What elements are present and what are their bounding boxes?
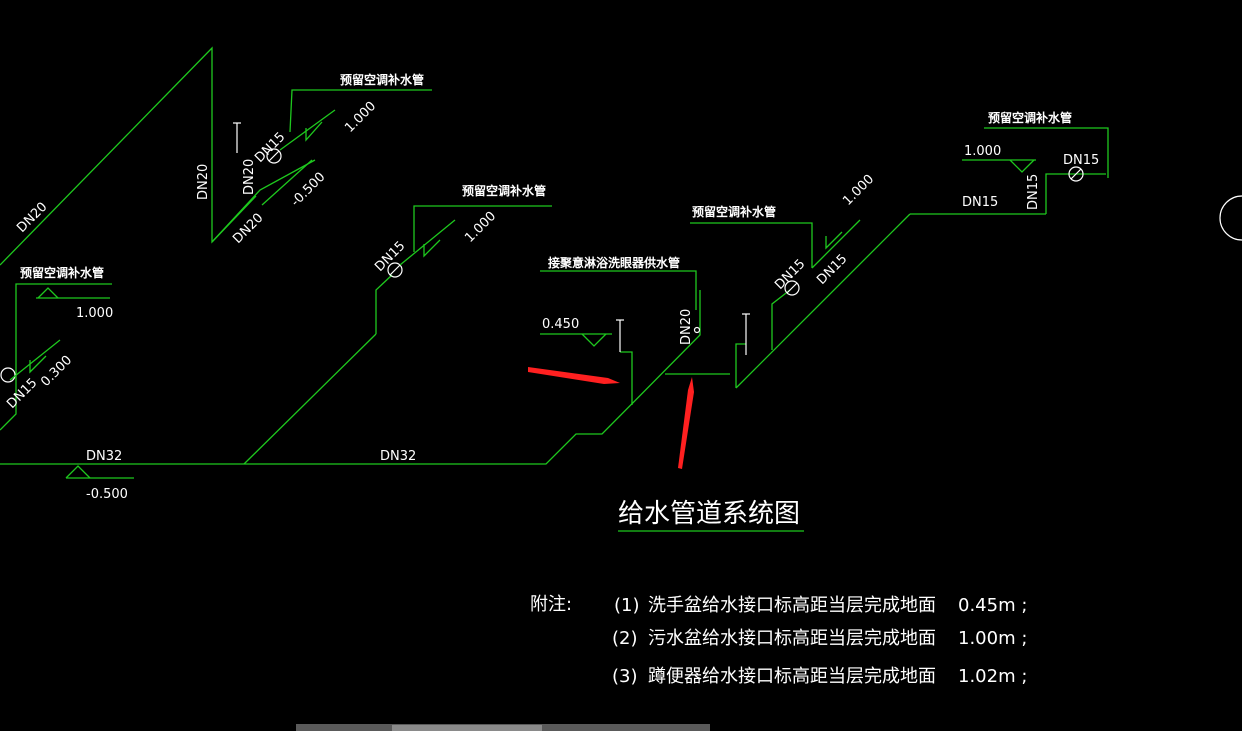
note-2-text: 污水盆给水接口标高距当层完成地面 bbox=[648, 628, 936, 649]
elev-1000-label-4: 1.000 bbox=[840, 172, 877, 209]
elev-1000-label-5: 1.000 bbox=[964, 144, 1001, 159]
red-arrow-up bbox=[678, 377, 694, 469]
ac-makeup-label-2: 预留空调补水管 bbox=[20, 265, 104, 280]
valve-icon-5 bbox=[1068, 166, 1084, 182]
note-3-num: (3) bbox=[612, 666, 638, 687]
far-right-fixture: DN15 DN15 DN15 1.000 预留空调补水管 bbox=[962, 110, 1242, 241]
drawing-title: 给水管道系统图 bbox=[618, 499, 800, 529]
note-1-text: 洗手盆给水接口标高距当层完成地面 bbox=[648, 595, 936, 616]
far-left-fixture: 预留空调补水管 1.000 0.300 DN15 bbox=[0, 265, 113, 431]
dn15-label-e: DN15 bbox=[814, 252, 850, 288]
note-3-value: 1.02m ; bbox=[958, 666, 1027, 687]
red-arrow-left bbox=[528, 367, 620, 384]
ac-makeup-label-3: 预留空调补水管 bbox=[462, 183, 546, 198]
main-dn32: DN32 DN32 -0.500 bbox=[0, 290, 701, 502]
note-2-value: 1.00m ; bbox=[958, 628, 1027, 649]
dn15-label-d: DN15 bbox=[772, 257, 808, 293]
dn20-label-center: DN20 bbox=[679, 309, 694, 345]
dn20-diagonal-label: DN20 bbox=[14, 200, 50, 236]
annotation-arrows bbox=[528, 367, 694, 469]
shower-supply-label: 接聚意淋浴洗眼器供水管 bbox=[548, 255, 680, 270]
note-1-value: 0.45m ; bbox=[958, 595, 1027, 616]
valve-icon bbox=[266, 148, 282, 164]
valve-icon-4 bbox=[784, 280, 800, 296]
notes: 附注: (1) 洗手盆给水接口标高距当层完成地面 0.45m ; (2) 污水盆… bbox=[530, 594, 1027, 687]
dn32-label-left: DN32 bbox=[86, 449, 122, 464]
ac-makeup-label-4: 预留空调补水管 bbox=[692, 204, 776, 219]
notes-prefix: 附注: bbox=[530, 594, 572, 615]
dn15-label-f: DN15 bbox=[962, 195, 998, 210]
ac-makeup-label-5: 预留空调补水管 bbox=[988, 110, 1072, 125]
elev-0450-label: 0.450 bbox=[542, 317, 579, 332]
horizontal-scrollbar[interactable] bbox=[296, 724, 710, 731]
elev-1000-label-3: 1.000 bbox=[462, 209, 499, 246]
dn15-label-c: DN15 bbox=[372, 239, 408, 275]
middle-riser: DN15 预留空调补水管 1.000 bbox=[372, 183, 552, 334]
valve-icon-2 bbox=[0, 367, 16, 383]
dn15-label-b: DN15 bbox=[4, 376, 40, 412]
dn32-label-right: DN32 bbox=[380, 449, 416, 464]
elev-1000-label-1: 1.000 bbox=[342, 99, 379, 136]
note-1-num: (1) bbox=[614, 595, 640, 616]
scrollbar-thumb[interactable] bbox=[392, 725, 542, 731]
dn15-label-g: DN15 bbox=[1026, 174, 1041, 210]
elev-1000-label-2: 1.000 bbox=[76, 306, 113, 321]
note-2-num: (2) bbox=[612, 628, 638, 649]
valve-icon-3 bbox=[387, 262, 403, 278]
left-dn20-riser: DN20 DN20 DN20 DN20 DN15 预留空调补水管 1.000 -… bbox=[0, 46, 432, 266]
edge-symbol bbox=[1219, 195, 1242, 241]
center-fixture: 接聚意淋浴洗眼器供水管 0.450 DN20 bbox=[540, 255, 730, 405]
dn20-vertical-label: DN20 bbox=[196, 164, 211, 200]
dn20-vertical-label-2: DN20 bbox=[242, 159, 257, 195]
note-3-text: 蹲便器给水接口标高距当层完成地面 bbox=[648, 666, 936, 687]
elev-m0500-label-2: -0.500 bbox=[86, 487, 128, 502]
ac-makeup-label-1: 预留空调补水管 bbox=[340, 72, 424, 87]
dn15-label-h: DN15 bbox=[1063, 153, 1099, 168]
